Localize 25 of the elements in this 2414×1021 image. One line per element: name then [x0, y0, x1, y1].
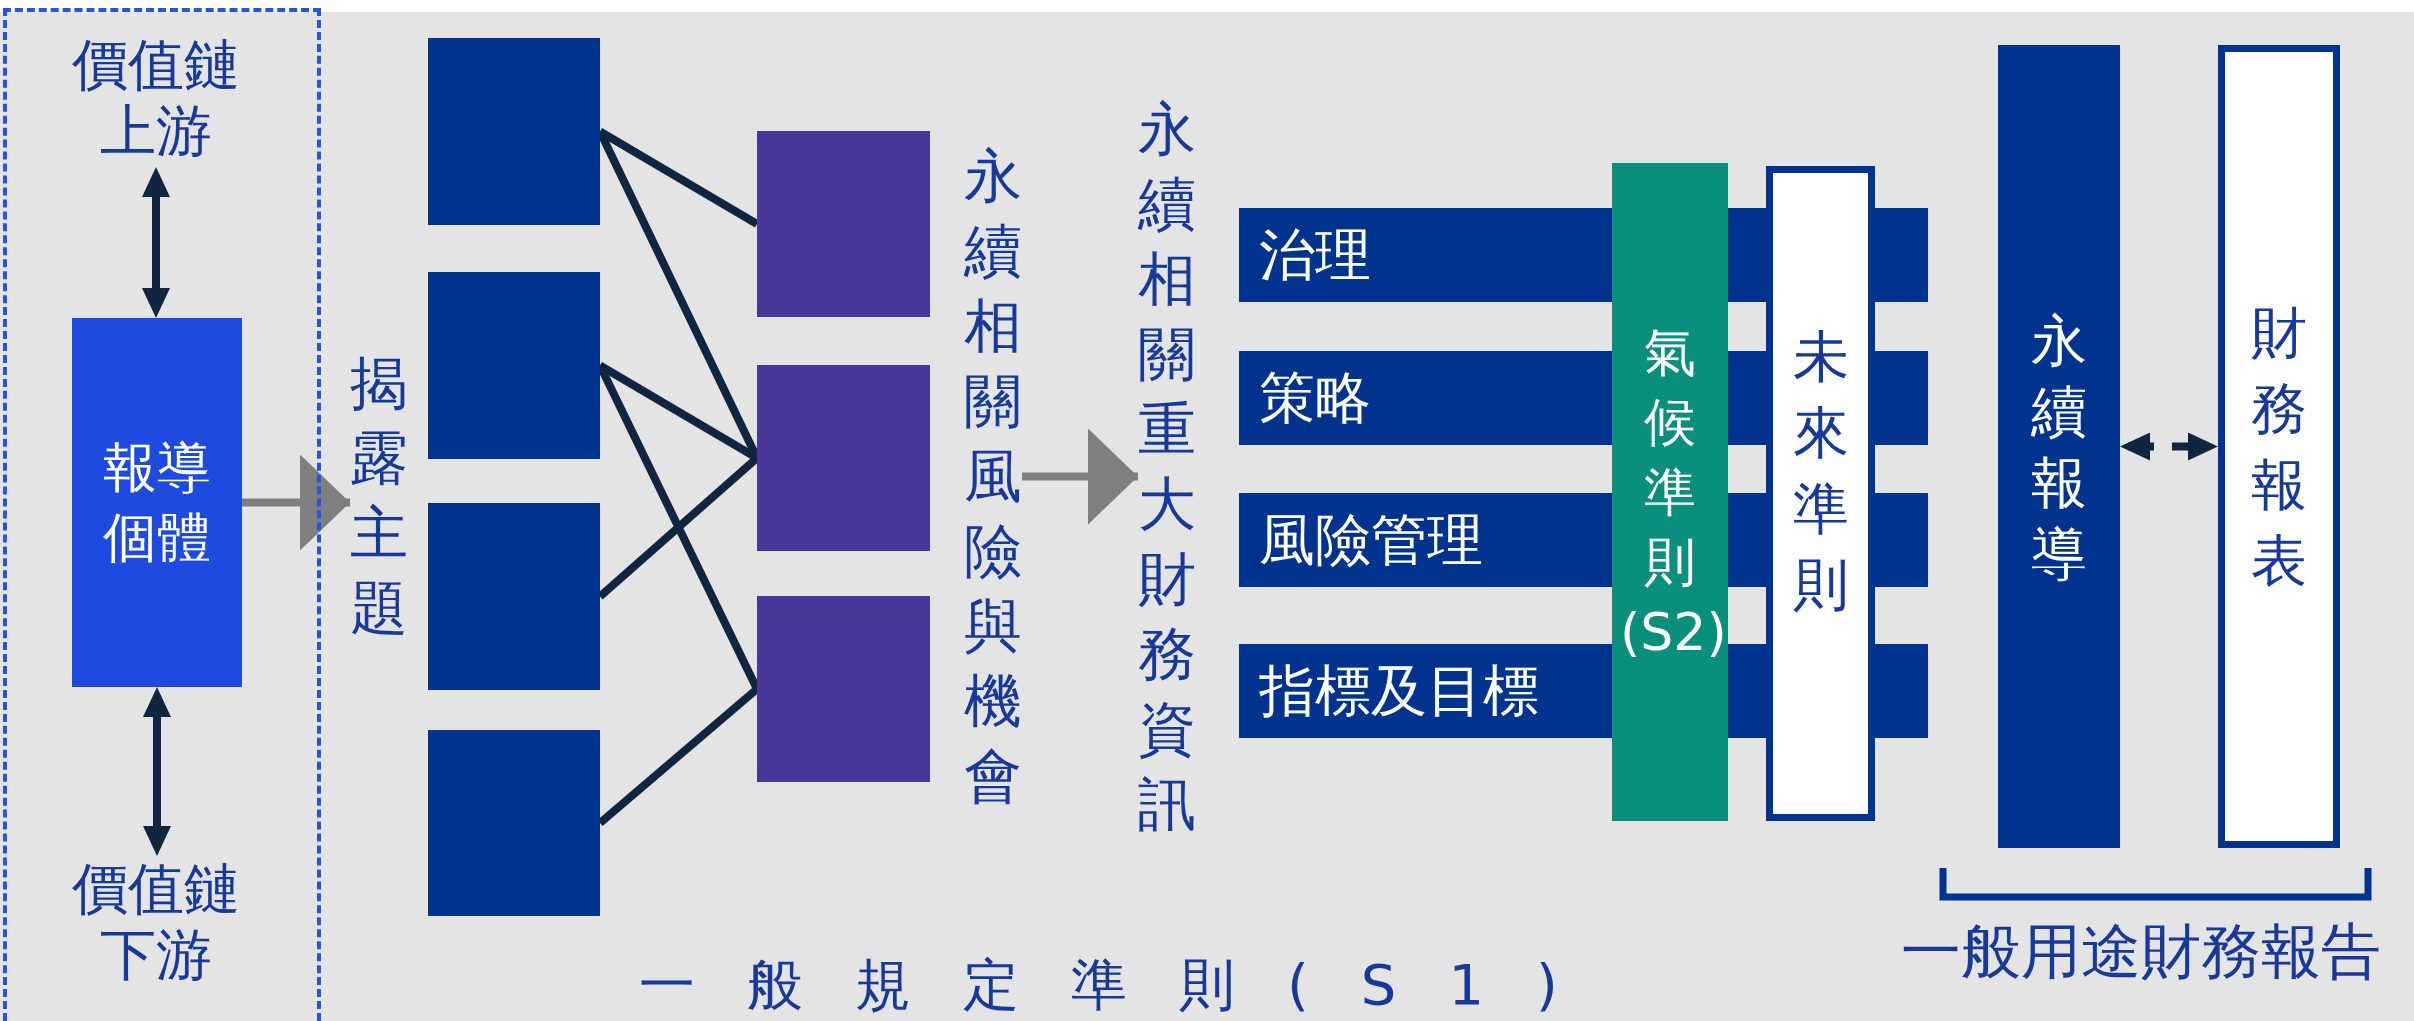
connector-line — [597, 685, 760, 827]
double-arrow — [143, 687, 171, 856]
risk-box — [757, 365, 930, 551]
standard-band: 未來準則 — [1766, 166, 1875, 821]
vertical-text: 永續相關重大財務資訊 — [1138, 92, 1196, 842]
topic-box — [428, 38, 600, 225]
report-band: 永續報導 — [1998, 45, 2120, 848]
standard-band: 財務報表 — [2218, 45, 2340, 848]
risk-box — [757, 596, 930, 782]
connector-line — [597, 455, 760, 600]
double-arrow — [142, 167, 170, 318]
double-arrow — [2120, 432, 2218, 461]
value-chain-label: 價值鏈下游 — [66, 856, 246, 991]
entity-box: 報導個體 — [72, 318, 242, 687]
group-caption: 一般用途財務報告 — [1901, 915, 2381, 988]
dashed-frame — [3, 8, 321, 1021]
value-chain-label: 價值鏈上游 — [66, 32, 246, 167]
topic-box — [428, 272, 600, 459]
topic-box — [428, 503, 600, 690]
standard-band: 氣候準則(S2) — [1612, 163, 1728, 821]
vertical-text: 揭露主題 — [350, 346, 408, 646]
topic-box — [428, 730, 600, 916]
risk-box — [757, 131, 930, 317]
vertical-text: 永續相關風險與機會 — [964, 139, 1022, 814]
group-caption: 一般規定準則(S1) — [639, 951, 1610, 1019]
